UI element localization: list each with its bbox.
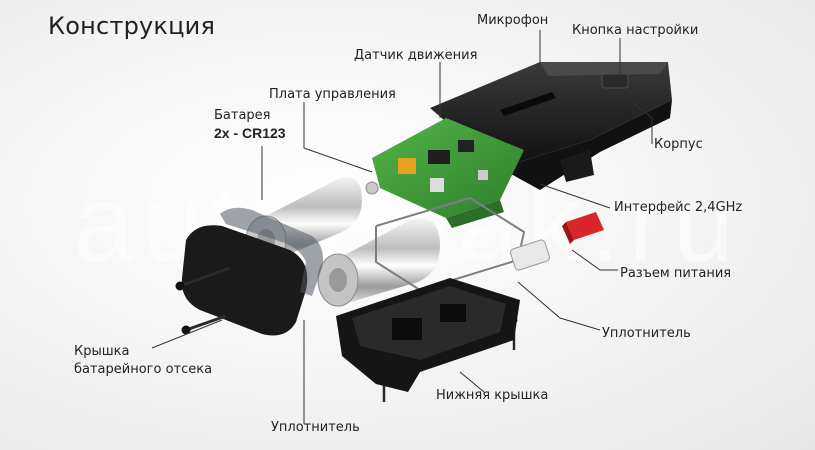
leader-lines [151,30,653,424]
label-seal-right: Уплотнитель [602,326,691,341]
label-settings-button: Кнопка настройки [572,23,699,38]
bottom-cover-part [336,278,520,392]
label-battery-spec: 2x - CR123 [214,125,286,141]
label-battery: Батарея [214,108,271,123]
screw-top [175,266,231,291]
page-title: Конструкция [48,12,216,40]
battery-cover-seal [220,207,323,296]
settings-button-shape [601,73,629,89]
label-bottom-cover: Нижняя крышка [436,388,549,403]
label-battery-cover-line1: Крышка [74,344,130,359]
battery-cover-part [181,207,323,336]
power-connector-part [510,212,604,271]
board-component-yellow [398,158,416,174]
label-power-connector: Разъем питания [620,266,732,281]
label-battery-cover-line2: батарейного отсека [74,362,213,377]
screw-bottom [181,314,227,335]
label-interface: Интерфейс 2,4GHz [614,200,743,215]
label-microphone: Микрофон [477,13,549,28]
control-board-part [365,118,524,228]
label-control-board: Плата управления [269,87,396,102]
label-housing: Корпус [654,137,703,152]
battery-bottom [317,218,440,307]
label-motion-sensor: Датчик движения [354,48,478,63]
label-seal-bottom: Уплотнитель [271,420,360,435]
